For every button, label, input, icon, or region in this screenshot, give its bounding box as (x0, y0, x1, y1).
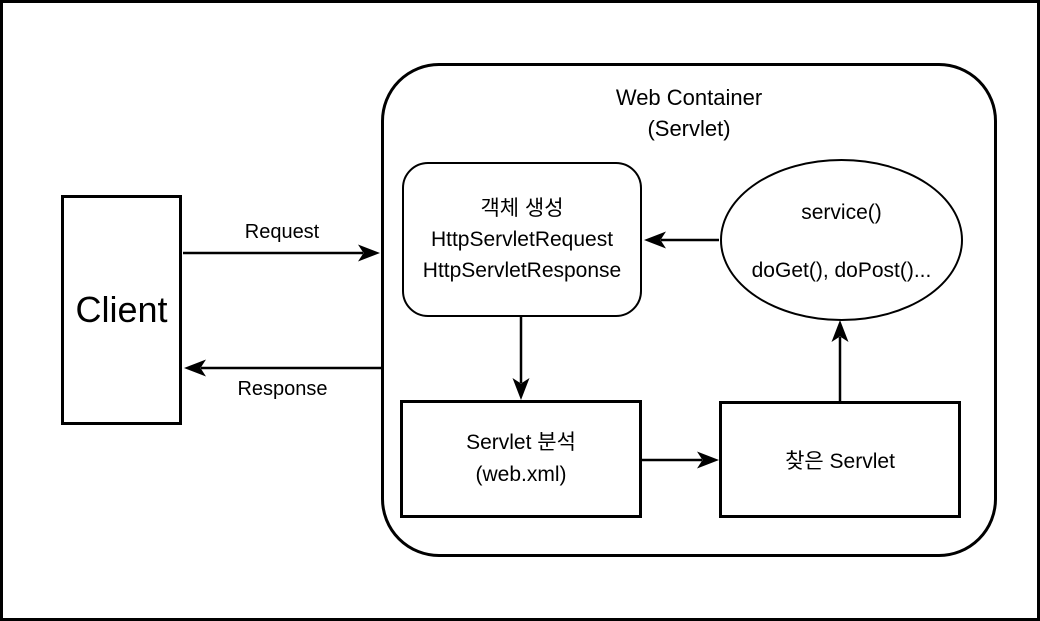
servlet-analysis-line2: (web.xml) (475, 463, 567, 486)
found-to-service-arrow (831, 320, 849, 401)
found-servlet-label: 찾은 Servlet (785, 449, 895, 473)
found-servlet-box: 찾은 Servlet (719, 401, 961, 518)
request-edge-label: Request (244, 221, 320, 243)
web-container-title-line2: (Servlet) (647, 116, 731, 141)
client-box: Client (61, 195, 182, 425)
object-to-analysis-arrow (512, 317, 530, 400)
servlet-analysis-box: Servlet 분석 (web.xml) (400, 400, 642, 518)
web-container-title-line1: Web Container (615, 85, 763, 110)
web-container-title: Web Container (Servlet) (381, 82, 997, 144)
service-ellipse: service() doGet(), doPost()... (720, 159, 963, 321)
response-arrow (184, 359, 381, 377)
service-ellipse-line1: service() (801, 201, 882, 224)
object-creation-line1: 객체 생성 (480, 197, 564, 220)
service-to-object-arrow (644, 231, 719, 249)
response-edge-label: Response (237, 378, 328, 400)
servlet-analysis-line1: Servlet 분석 (466, 431, 576, 454)
client-label: Client (75, 289, 168, 330)
analysis-to-found-arrow (642, 451, 719, 469)
object-creation-line3: HttpServletResponse (422, 259, 622, 282)
object-creation-line2: HttpServletRequest (430, 228, 614, 251)
object-creation-box: 객체 생성 HttpServletRequest HttpServletResp… (402, 162, 642, 317)
request-arrow (183, 244, 380, 262)
service-ellipse-line2: doGet(), doPost()... (751, 259, 932, 282)
